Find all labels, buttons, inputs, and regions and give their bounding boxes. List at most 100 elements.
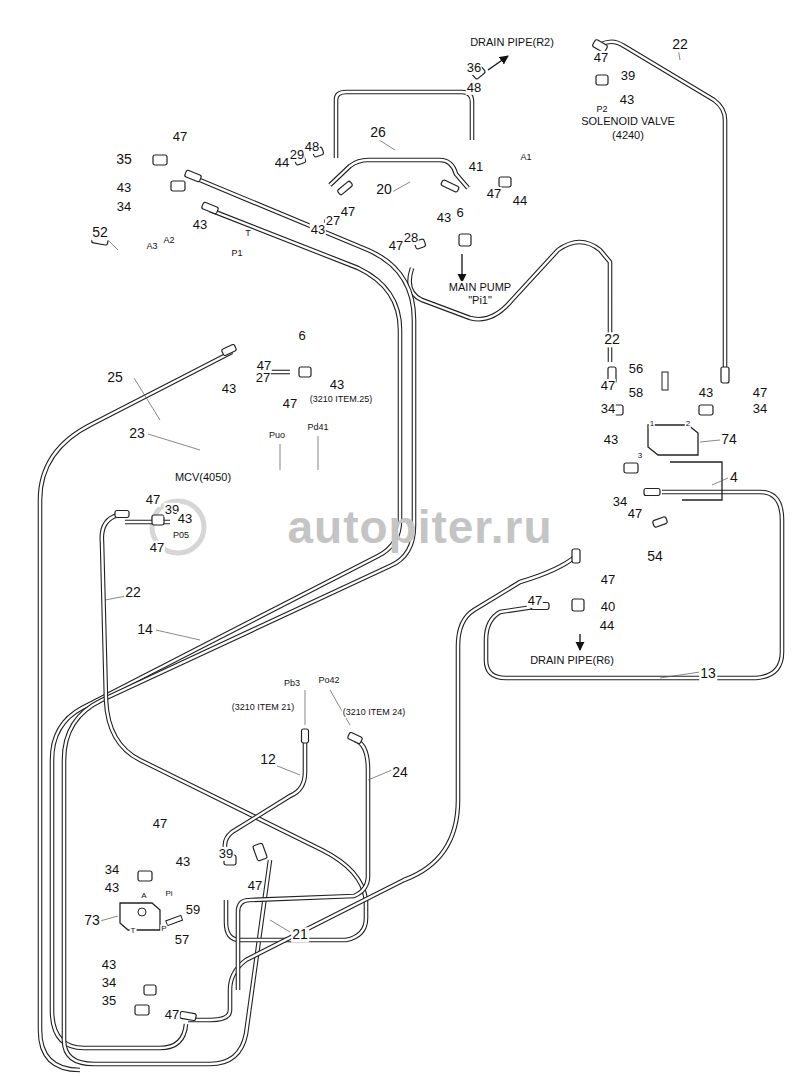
callout-number: 47 — [486, 187, 502, 201]
callout-number: 27 — [325, 214, 341, 228]
port-name: 2 — [685, 420, 691, 429]
pipe-bore — [64, 178, 414, 1064]
note-text: "Pi1" — [467, 294, 493, 306]
callout-number: 73 — [83, 913, 101, 928]
callout-number: 58 — [628, 386, 644, 400]
pipe-bore — [40, 352, 232, 1070]
callout-number: 43 — [310, 223, 326, 237]
pipe-bore — [188, 556, 576, 1020]
callout-number: 28 — [403, 231, 419, 245]
callout-number: 12 — [259, 752, 277, 767]
pipe-outline — [410, 242, 610, 362]
pipe-fitting — [596, 75, 608, 85]
callout-number: 57 — [174, 933, 190, 947]
flow-arrow — [461, 254, 462, 282]
note-text: SOLENOID VALVE — [580, 115, 676, 127]
flow-arrow — [488, 56, 508, 70]
pipe-fitting — [201, 202, 218, 214]
pipe-outline — [64, 178, 414, 1064]
callout-number: 6 — [297, 329, 306, 343]
callout-number: 47 — [247, 879, 263, 893]
leader-line — [148, 434, 200, 450]
leader-line — [270, 920, 290, 932]
leader-line — [100, 916, 118, 921]
callout-number: 43 — [192, 218, 208, 232]
port-name: P2 — [595, 105, 608, 115]
leader-line — [280, 444, 281, 470]
callout-number: 24 — [391, 765, 409, 780]
port-name: P05 — [172, 531, 190, 541]
note-text: (3210 ITEM.25) — [309, 395, 374, 405]
note-text: MCV(4050) — [174, 471, 232, 483]
leader-line — [275, 765, 300, 775]
callout-number: 43 — [177, 512, 193, 526]
pipe-outline — [225, 740, 305, 852]
valve-port — [138, 908, 146, 916]
callout-number: 34 — [752, 402, 768, 416]
leader-line — [712, 478, 728, 485]
pipe-fitting — [302, 729, 309, 743]
callout-number: 47 — [627, 507, 643, 521]
callout-number: 40 — [600, 600, 616, 614]
port-name: Pd41 — [306, 423, 329, 433]
callout-number: 43 — [104, 881, 120, 895]
pipe-fitting — [644, 489, 660, 496]
note-text: DRAIN PIPE(R6) — [529, 654, 615, 666]
callout-number: 47 — [145, 493, 161, 507]
callout-number: 47 — [282, 397, 298, 411]
callout-number: 39 — [218, 847, 234, 861]
bolt — [166, 915, 183, 925]
port-name: A3 — [145, 242, 158, 252]
pipe-fitting — [721, 367, 729, 383]
callout-number: 13 — [699, 666, 717, 681]
callout-number: 48 — [304, 140, 320, 154]
callout-number: 47 — [152, 817, 168, 831]
callout-number: 22 — [671, 37, 689, 52]
callout-number: 22 — [603, 332, 621, 347]
pipe-outline — [102, 515, 366, 940]
port-name: Puo — [268, 431, 286, 441]
callout-number: 74 — [720, 432, 738, 447]
callout-number: 27 — [255, 371, 271, 385]
pipe-fitting — [152, 515, 164, 525]
callout-number: 44 — [512, 194, 528, 208]
callout-number: 52 — [91, 225, 109, 240]
pipe-fitting — [144, 985, 156, 995]
port-name: Pi — [164, 890, 173, 899]
callout-number: 26 — [369, 125, 387, 140]
pipe-fitting — [138, 871, 152, 881]
port-name: A — [140, 892, 147, 901]
pipe-outline — [238, 740, 368, 990]
callout-number: 34 — [612, 495, 628, 509]
pipe-outline — [188, 556, 576, 1020]
pipe-bore — [225, 740, 305, 852]
callout-number: 47 — [388, 239, 404, 253]
pipe-outline — [600, 42, 725, 372]
pipe-outline — [336, 92, 472, 158]
pipe-fitting — [337, 181, 353, 196]
leader-line — [134, 378, 160, 420]
port-name: Po42 — [317, 676, 340, 686]
port-name: Pb3 — [283, 679, 301, 689]
callout-number: 44 — [599, 619, 615, 633]
pipe-bore — [238, 740, 368, 990]
bolt — [662, 372, 668, 390]
callout-number: 47 — [752, 386, 768, 400]
pipe-fitting — [221, 344, 237, 356]
callout-number: 47 — [172, 130, 188, 144]
note-text: (3210 ITEM 24) — [342, 708, 407, 718]
callout-number: 43 — [329, 378, 345, 392]
pipe-fitting — [572, 549, 580, 563]
pipe-bore — [600, 42, 725, 372]
callout-number: 47 — [600, 573, 616, 587]
callout-number: 43 — [603, 433, 619, 447]
callout-number: 47 — [527, 594, 543, 608]
port-name: P — [160, 925, 167, 934]
callout-number: 47 — [600, 379, 616, 393]
pipe-fitting — [347, 732, 363, 744]
pipe-fitting — [180, 1011, 197, 1021]
pipe-fitting — [299, 367, 311, 377]
port-name: A1 — [519, 153, 532, 163]
callout-number: 36 — [466, 61, 482, 75]
pipe-fitting — [624, 463, 638, 473]
